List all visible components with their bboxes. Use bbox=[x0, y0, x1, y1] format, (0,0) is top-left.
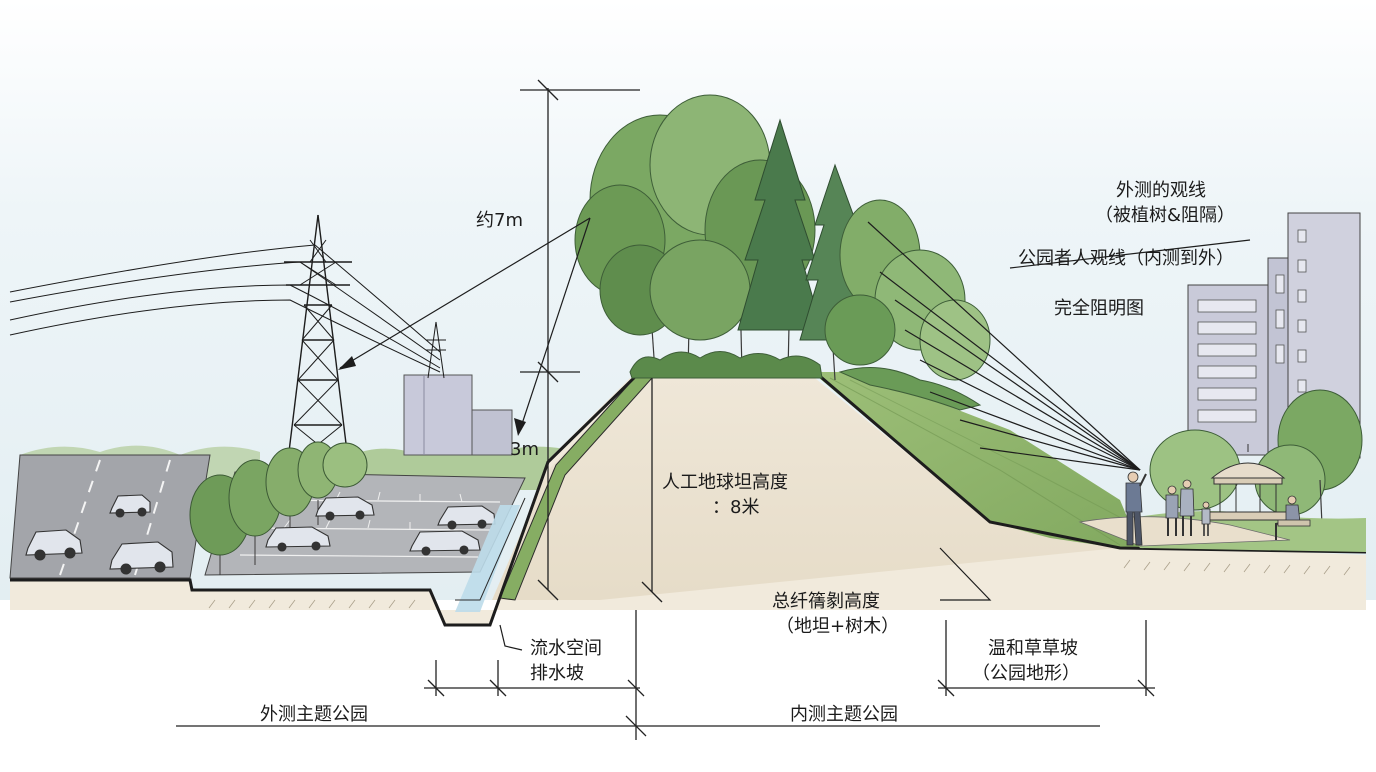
berm-soil bbox=[492, 376, 1118, 600]
label-gentle-slope: 温和草草坡 bbox=[988, 638, 1078, 659]
pine-tree bbox=[737, 118, 823, 331]
background-buildings-left bbox=[403, 374, 513, 456]
observer-person bbox=[1125, 471, 1147, 546]
label-height-total: 约7m bbox=[476, 210, 523, 231]
labels: 约7m 3m 人工地球坦高度 ：8米 外测的观线 （被植树&阻隔） 公园者人观线… bbox=[260, 180, 1235, 725]
people bbox=[1125, 471, 1311, 546]
label-gentle-slope-note: （公园地形） bbox=[972, 663, 1080, 684]
car bbox=[25, 529, 83, 561]
berm-tree-canopy bbox=[574, 94, 991, 411]
label-park-sightline: 公园者人观线（内测到外） bbox=[1018, 248, 1234, 269]
berm-inner-grass-slope bbox=[812, 372, 1140, 548]
car bbox=[315, 496, 375, 521]
label-inner-zone: 内测主题公园 bbox=[790, 704, 898, 725]
power-lines bbox=[9, 244, 441, 373]
bottom-dimensions bbox=[176, 610, 1155, 740]
arrowhead bbox=[514, 418, 526, 436]
park-visitor bbox=[1179, 479, 1195, 536]
car bbox=[265, 526, 331, 552]
label-total-height-note: （地坦+树木） bbox=[776, 616, 899, 637]
car bbox=[109, 541, 174, 575]
roadside-trees bbox=[189, 441, 368, 575]
park-visitor-child bbox=[1201, 501, 1211, 536]
power-pylon bbox=[284, 214, 352, 469]
park-sightline bbox=[867, 221, 1141, 471]
drainage-water bbox=[455, 505, 520, 612]
label-drainage: 流水空间 bbox=[530, 638, 602, 659]
label-total-height: 总纤篟剶高度 bbox=[772, 591, 880, 612]
small-pylon bbox=[426, 321, 446, 379]
earth-berm bbox=[10, 370, 1367, 627]
arrowhead bbox=[338, 356, 356, 370]
cars bbox=[25, 494, 496, 575]
car bbox=[437, 505, 496, 530]
sightlines bbox=[339, 217, 1141, 471]
height-dimensions bbox=[520, 79, 663, 603]
label-outer-zone: 外测主题公园 bbox=[260, 704, 368, 725]
label-outer-sightline: 外测的观线 bbox=[1116, 180, 1206, 201]
park-visitor bbox=[1165, 485, 1179, 536]
label-blocked: 完全阻明图 bbox=[1054, 298, 1144, 319]
label-outer-sightline-note: （被植树&阻隔） bbox=[1095, 205, 1235, 226]
car bbox=[409, 530, 481, 556]
label-berm-height: 人工地球坦高度 bbox=[662, 472, 788, 493]
car bbox=[109, 494, 151, 518]
label-drainage-slope: 排水坡 bbox=[530, 663, 584, 684]
gazebo bbox=[1207, 444, 1289, 521]
seated-person bbox=[1275, 495, 1311, 540]
label-berm-height-value: ：8米 bbox=[712, 497, 759, 518]
label-height-small: 3m bbox=[510, 439, 539, 460]
